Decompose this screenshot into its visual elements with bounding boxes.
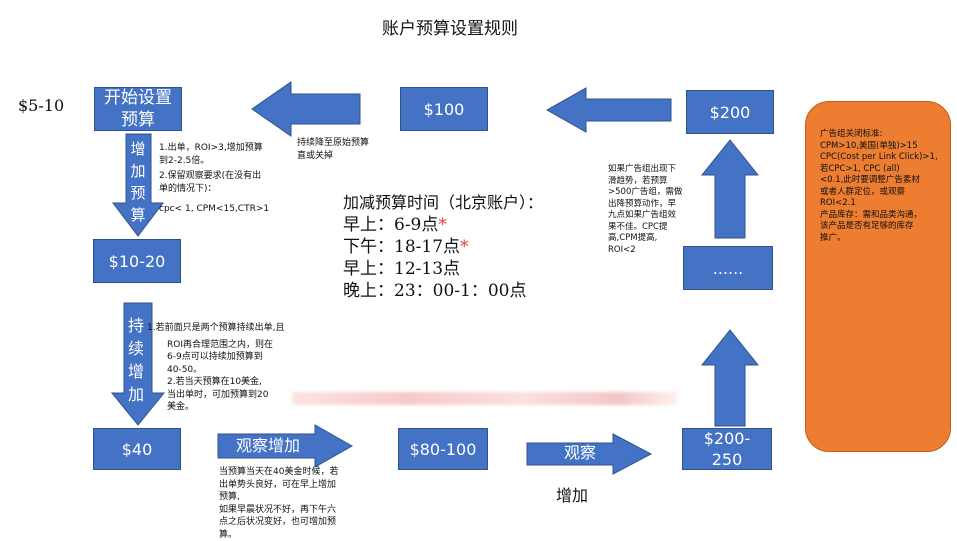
arrow-200-to-100 bbox=[545, 87, 672, 133]
schedule-item-4: 晚上：23：00-1：00点 bbox=[343, 281, 527, 301]
note-rule-4: 如果广告组出现下滑趋势，若预算>500广告组，需做 出降预算动作，早九点如果广告… bbox=[608, 164, 683, 255]
label-increase-budget: 增加预算 bbox=[130, 140, 146, 224]
note-drop-back: 持续降至原始预算直或关掉 bbox=[297, 138, 370, 161]
arrow-100-to-start bbox=[251, 81, 361, 137]
node-start-budget[interactable]: 开始设置预算 bbox=[94, 87, 182, 131]
arrow-10-20-to-40 bbox=[110, 302, 166, 426]
node-dots[interactable]: ...... bbox=[683, 246, 773, 290]
page-title: 账户预算设置规则 bbox=[382, 19, 518, 39]
node-10-20[interactable]: $10-20 bbox=[93, 239, 181, 283]
note-rule-3: 当预算当天在40美金时候，若出单势头良好，可在早上增加预算, 如果早晨状况不好，… bbox=[219, 467, 339, 540]
arrow-80-100-to-200-250 bbox=[526, 433, 653, 475]
node-40[interactable]: $40 bbox=[93, 428, 181, 470]
label-observe: 观察 bbox=[563, 443, 596, 462]
note-rule-1: 1.出单，ROI>3,增加预算到2-2.5倍。 2.保留观察要求(在没有出单的情… bbox=[159, 143, 270, 214]
label-increase: 增加 bbox=[556, 486, 589, 505]
schedule-item-3: 早上：12-13点 bbox=[343, 259, 461, 279]
arrow-start-to-10-20 bbox=[111, 133, 165, 237]
label-observe-increase: 观察增加 bbox=[235, 436, 300, 455]
node-80-100[interactable]: $80-100 bbox=[398, 428, 488, 470]
node-200-250[interactable]: $200-250 bbox=[682, 428, 772, 470]
schedule-heading: 加减预算时间（北京账户）： bbox=[343, 193, 544, 212]
schedule-item-1: 早上：6-9点* bbox=[343, 215, 447, 235]
node-100[interactable]: $100 bbox=[400, 87, 488, 131]
arrow-dots-to-200 bbox=[700, 139, 760, 239]
note-rule-2: 1.若前面只是两个预算持续出单,且 ROI再合理范围之内，则在 6-9点可以持续… bbox=[147, 323, 285, 412]
label-keep-increasing: 持续增加 bbox=[127, 316, 144, 404]
arrow-40-to-80-100 bbox=[217, 424, 354, 468]
schedule-item-2: 下午：18-17点* bbox=[343, 237, 469, 257]
arrow-250-to-dots bbox=[700, 329, 760, 427]
redacted-text-band bbox=[292, 392, 677, 405]
node-200[interactable]: $200 bbox=[686, 90, 774, 134]
side-label: $5-10 bbox=[18, 96, 65, 115]
